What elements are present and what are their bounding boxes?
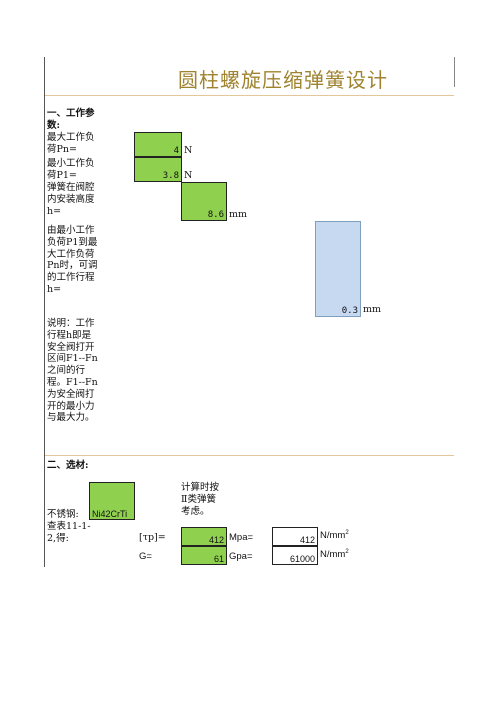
max-load-unit: N xyxy=(184,145,193,156)
sheet-right-border xyxy=(454,57,455,87)
g-converted-unit: N/mm2 xyxy=(320,549,349,560)
min-load-cell[interactable]: 3.8 xyxy=(134,157,182,182)
max-load-value: 4 xyxy=(173,146,179,156)
tau-symbol: [τp]= xyxy=(139,532,166,543)
g-symbol: G= xyxy=(139,551,152,562)
tau-value: 412 xyxy=(208,535,224,545)
sheet-left-border xyxy=(44,57,45,567)
section-divider xyxy=(45,455,454,456)
install-height-cell[interactable]: 8.6 xyxy=(181,182,227,221)
min-load-label: 最小工作负荷P1= xyxy=(47,158,95,181)
install-height-value: 8.6 xyxy=(207,210,224,220)
max-load-label: 最大工作负荷Pn= xyxy=(47,132,95,155)
tau-converted-unit: N/mm2 xyxy=(320,530,349,541)
stroke-note: 说明：工作行程h即是安全阀打开区间F1--Fn之间的行程。F1--Fn为安全阀打… xyxy=(47,318,98,424)
page-title: 圆柱螺旋压缩弹簧设计 xyxy=(178,68,388,92)
stroke-label: 由最小工作负荷P1到最大工作负荷Pn时，可调的工作行程h= xyxy=(47,225,98,295)
lookup-label: 查表11-1-2,得: xyxy=(47,521,91,544)
stroke-value: 0.3 xyxy=(341,306,358,316)
tau-converted-value: 412 xyxy=(299,535,315,545)
install-height-label: 弹簧在阀腔内安装高度h= xyxy=(47,182,95,217)
material-label: 不锈钢: xyxy=(47,509,79,520)
g-value: 61 xyxy=(213,554,224,564)
calc-note: 计算时按Ⅱ类弹簧考虑。 xyxy=(181,482,220,517)
stroke-cell[interactable]: 0.3 xyxy=(315,221,361,317)
section1-heading: 一、工作参数: xyxy=(47,108,95,131)
tau-conv-unit-text: N/mm xyxy=(320,530,346,542)
min-load-unit: N xyxy=(184,170,193,181)
tau-cell[interactable]: 412 xyxy=(181,527,227,546)
g-converted-cell[interactable]: 61000 xyxy=(272,546,318,565)
section2-heading: 二、选材: xyxy=(47,460,89,471)
title-divider xyxy=(45,95,454,96)
tau-unit: Mpa= xyxy=(229,532,254,543)
material-value: Ni42CrTi xyxy=(92,509,128,519)
max-load-cell[interactable]: 4 xyxy=(134,132,182,157)
material-cell[interactable]: Ni42CrTi xyxy=(89,482,135,520)
g-conv-exponent: 2 xyxy=(345,549,349,555)
g-cell[interactable]: 61 xyxy=(181,546,227,565)
install-height-unit: mm xyxy=(229,209,248,220)
g-unit: Gpa= xyxy=(229,551,253,562)
min-load-value: 3.8 xyxy=(162,171,179,181)
tau-conv-exponent: 2 xyxy=(345,530,349,536)
g-converted-value: 61000 xyxy=(289,554,315,564)
tau-converted-cell[interactable]: 412 xyxy=(272,527,318,546)
stroke-unit: mm xyxy=(363,304,382,315)
g-conv-unit-text: N/mm xyxy=(320,549,346,561)
